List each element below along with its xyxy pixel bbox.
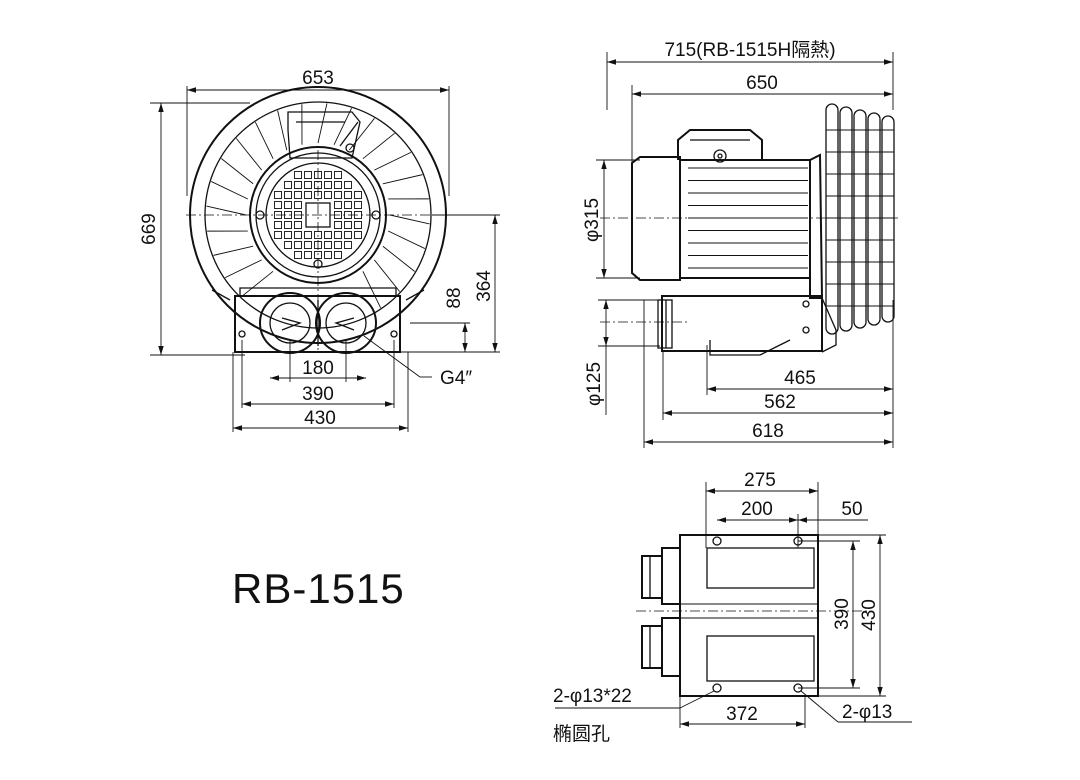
port-thread-label: G4″ (440, 368, 472, 389)
dim-390b: 390 (832, 598, 853, 630)
dim-phi315: φ315 (582, 198, 603, 242)
dim-200: 200 (741, 499, 773, 520)
round-hole-label: 2-φ13 (842, 702, 892, 723)
dim-275: 275 (744, 470, 776, 491)
insulation-guard (825, 103, 895, 335)
dim-715: 715(RB-1515H隔熱) (664, 39, 835, 61)
model-title: RB-1515 (232, 565, 405, 612)
dim-430b: 430 (859, 599, 880, 631)
dim-364: 364 (474, 270, 495, 302)
dim-430: 430 (304, 408, 336, 429)
dim-653: 653 (302, 68, 334, 89)
side-view: 715(RB-1515H隔熱) 650 φ315 (582, 39, 900, 448)
dim-618: 618 (752, 421, 784, 442)
bottom-view: 275 200 50 390 430 (553, 470, 912, 745)
dim-562: 562 (764, 392, 796, 413)
dim-669: 669 (139, 213, 160, 245)
housing-fins (206, 103, 430, 309)
dim-650: 650 (746, 73, 778, 94)
dim-50: 50 (841, 499, 862, 520)
dim-88: 88 (444, 287, 465, 308)
dim-180: 180 (302, 358, 334, 379)
dim-372: 372 (726, 704, 758, 725)
slot-hole-note: 椭圆孔 (553, 723, 610, 745)
dim-phi125: φ125 (584, 362, 605, 406)
dim-390: 390 (302, 384, 334, 405)
dim-465: 465 (784, 368, 816, 389)
front-view: 653 669 (139, 68, 500, 432)
slot-hole-label: 2-φ13*22 (553, 686, 632, 707)
